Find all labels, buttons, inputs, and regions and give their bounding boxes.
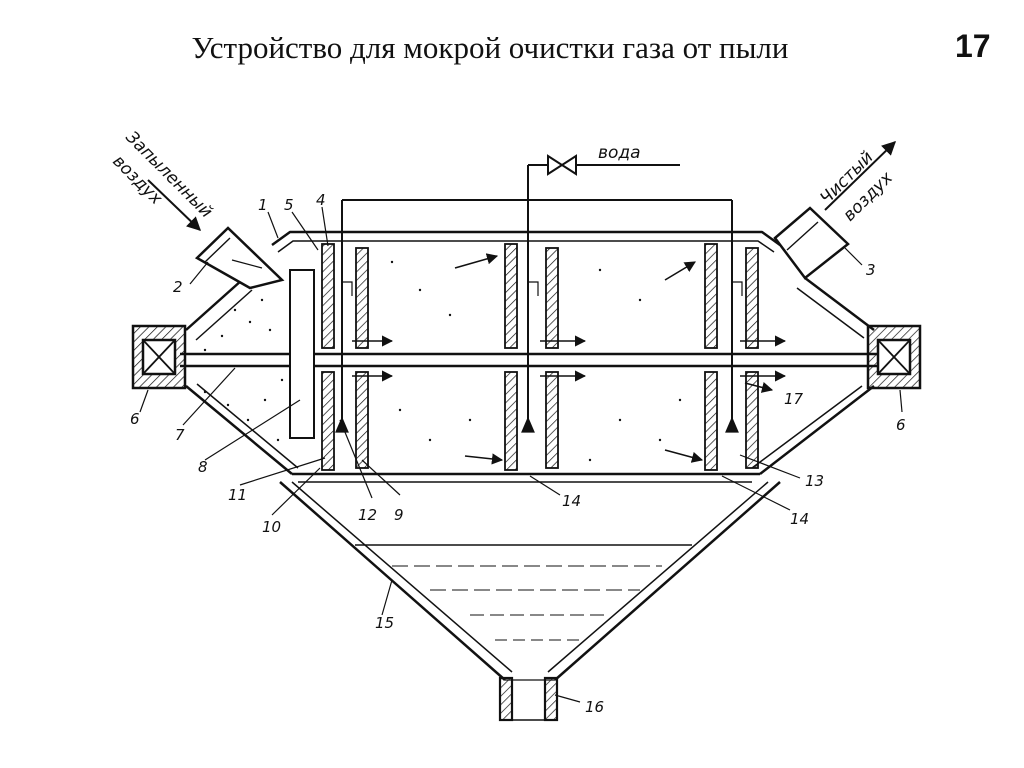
- rotor-discs: [321, 243, 759, 471]
- slide-title: Устройство для мокрой очистки газа от пы…: [191, 30, 789, 65]
- shaft: [180, 352, 880, 368]
- part-label-1: 1: [258, 196, 268, 214]
- disc-5-top: [704, 243, 718, 349]
- housing-right-lower-wall: [759, 385, 875, 475]
- part-label-6-left: 6: [130, 410, 140, 428]
- disc-3-bottom: [504, 371, 518, 471]
- part-number-labels: 1 2 3 4 5 6 6 7 8 9 10 11 12 13 14 14 15…: [130, 191, 906, 716]
- inlet-nozzle: [194, 226, 285, 290]
- housing-top-wall: [271, 230, 781, 247]
- part-label-13: 13: [805, 472, 824, 490]
- part-label-14-right: 14: [790, 510, 809, 528]
- part-label-4: 4: [316, 191, 326, 209]
- part-label-3: 3: [866, 261, 876, 279]
- part-label-11: 11: [228, 486, 247, 504]
- bearing-right: [866, 324, 922, 390]
- housing-left-upper-wall: [185, 279, 243, 331]
- disc-1-bottom: [321, 371, 335, 471]
- dust-particles: [203, 260, 682, 462]
- disc-2-top: [355, 247, 369, 349]
- disc-5-bottom: [704, 371, 718, 471]
- disc-6-bottom: [745, 371, 759, 469]
- inlet-arrow: [147, 179, 202, 231]
- disc-1-top: [321, 243, 335, 349]
- part-label-2: 2: [173, 278, 183, 296]
- part-label-15: 15: [375, 614, 394, 632]
- water-valve: [547, 154, 577, 176]
- disc-3-top: [504, 243, 518, 349]
- disc-2-bottom: [355, 371, 369, 469]
- flow-arrows: [352, 253, 787, 465]
- outlet-nozzle: [773, 206, 850, 280]
- water-pipes: [341, 164, 733, 430]
- part-label-12: 12: [358, 506, 377, 524]
- part-label-14-center: 14: [562, 492, 581, 510]
- bearing-left: [131, 324, 187, 390]
- disc-6-top: [745, 247, 759, 349]
- disc-4-top: [545, 247, 559, 349]
- leader-lines: [139, 206, 903, 703]
- part-label-10: 10: [262, 518, 281, 536]
- part-label-5: 5: [284, 196, 294, 214]
- drain-pipe: [498, 676, 559, 722]
- water-level: [355, 544, 692, 641]
- part-label-16: 16: [585, 698, 604, 716]
- part-label-9: 9: [394, 506, 404, 524]
- water-label: вода: [598, 143, 641, 163]
- part-label-8: 8: [198, 458, 208, 476]
- part-label-6-right: 6: [896, 416, 906, 434]
- housing-left-lower-wall: [185, 385, 293, 475]
- part-label-7: 7: [175, 426, 185, 444]
- outlet-arrow: [824, 141, 897, 211]
- housing: [185, 230, 875, 483]
- part-label-17: 17: [784, 390, 804, 408]
- hopper: [279, 481, 781, 681]
- disc-4-bottom: [545, 371, 559, 469]
- slide-number: 17: [955, 28, 991, 64]
- housing-right-upper-wall: [804, 277, 875, 331]
- housing-top-inner: [277, 240, 775, 253]
- flow-labels: Запыленный воздух Чистый воздух вода: [108, 127, 897, 225]
- baffle-plate: [289, 269, 315, 439]
- spray-nozzles: [335, 281, 743, 433]
